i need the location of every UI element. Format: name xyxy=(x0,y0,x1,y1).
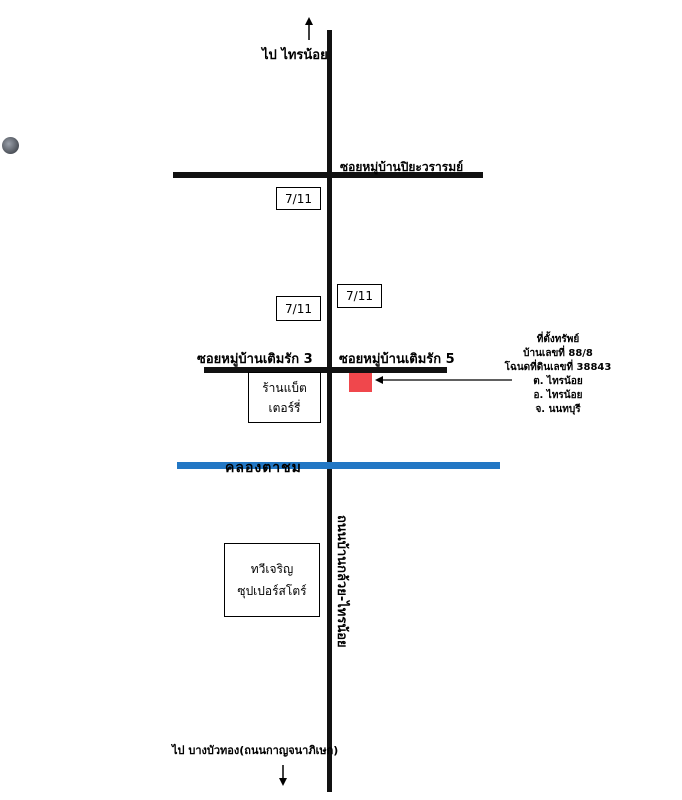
main-road-label: ถนนบ้านกล้วย-ไทรน้อย xyxy=(334,515,349,648)
soi-top-road xyxy=(173,172,483,178)
store-box-1: 7/11 xyxy=(276,187,321,210)
soi-left-label: ซอยหมู่บ้านเติมรัก 3 xyxy=(197,352,313,367)
property-line-5: อ. ไทรน้อย xyxy=(533,390,583,401)
property-line-6: จ. นนทบุรี xyxy=(535,404,581,415)
property-line-4: ต. ไทรน้อย xyxy=(533,376,583,387)
up-arrow-icon xyxy=(305,17,313,40)
canal-line xyxy=(177,462,500,469)
property-line-3: โฉนดที่ดินเลขที่ 38843 xyxy=(504,362,612,373)
battery-shop-box: ร้านแบ็ต เตอร์รี่ xyxy=(248,372,321,423)
property-marker xyxy=(349,373,372,392)
main-road-line xyxy=(327,30,332,792)
supermarket-line1: ทวีเจริญ xyxy=(250,562,294,576)
battery-shop-line2: เตอร์รี่ xyxy=(268,400,301,415)
property-line-1: ที่ตั้งทรัพย์ xyxy=(536,334,580,345)
store-box-3: 7/11 xyxy=(337,284,382,308)
store-label-2: 7/11 xyxy=(285,301,312,316)
down-arrow-icon xyxy=(279,765,287,786)
store-box-2: 7/11 xyxy=(276,296,321,321)
bottom-destination-label: ไป บางบัวทอง(ถนนกาญจนาภิเษก) xyxy=(172,744,339,757)
canal-label: คลองตาชม xyxy=(225,460,302,476)
soi-middle-road xyxy=(204,367,447,373)
supermarket-line2: ซุปเปอร์สโตร์ xyxy=(237,584,307,598)
soi-top-label: ซอยหมู่บ้านปิยะวรารมย์ xyxy=(340,160,464,174)
store-label-3: 7/11 xyxy=(346,289,373,303)
pointer-arrow-icon xyxy=(375,376,512,384)
supermarket-box: ทวีเจริญ ซุปเปอร์สโตร์ xyxy=(224,543,320,617)
property-line-2: บ้านเลขที่ 88/8 xyxy=(523,348,593,359)
scan-dot xyxy=(2,137,19,154)
top-destination-label: ไป ไทรน้อย xyxy=(262,48,328,63)
property-info: ที่ตั้งทรัพย์ บ้านเลขที่ 88/8 โฉนดที่ดิน… xyxy=(468,333,648,417)
store-label-1: 7/11 xyxy=(285,191,312,206)
soi-right-label: ซอยหมู่บ้านเติมรัก 5 xyxy=(339,352,455,367)
battery-shop-line1: ร้านแบ็ต xyxy=(262,380,307,395)
